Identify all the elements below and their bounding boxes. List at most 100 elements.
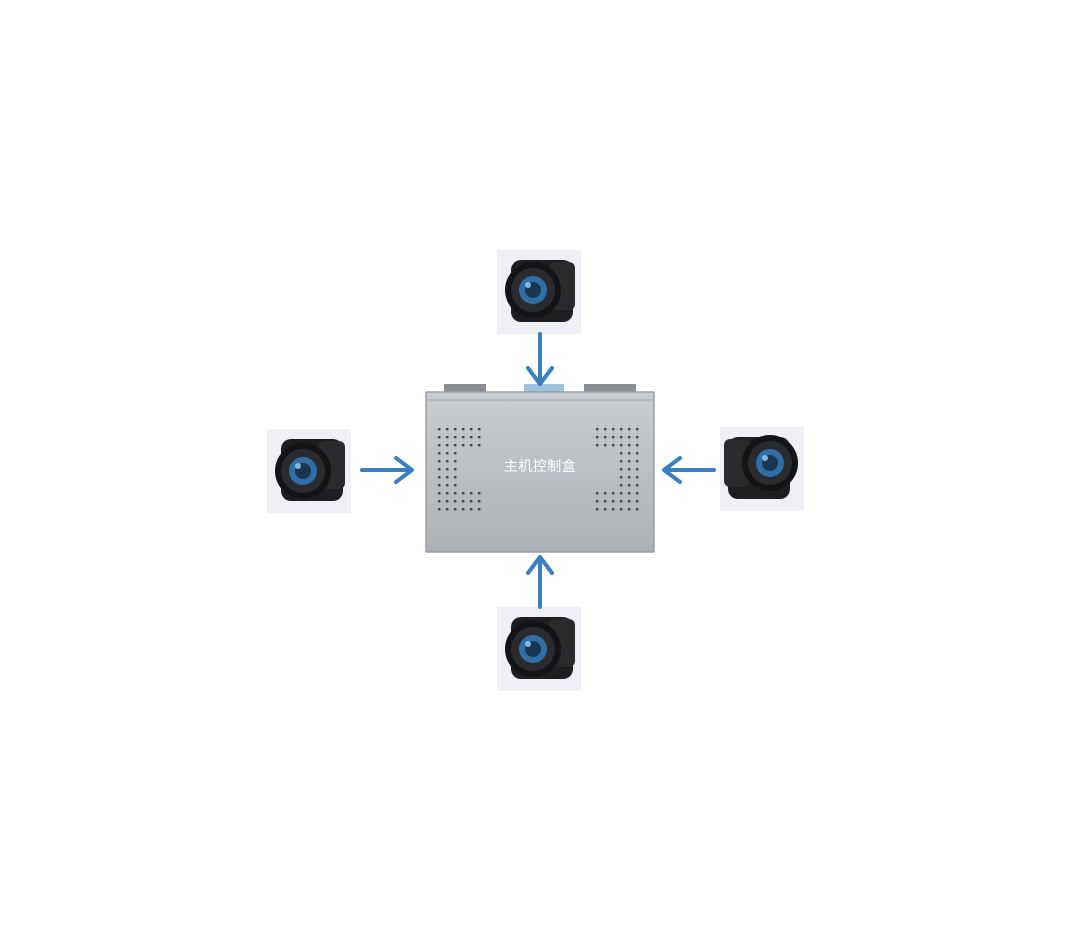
vent-hole xyxy=(620,484,623,487)
connector-left xyxy=(444,384,486,392)
vent-hole xyxy=(620,452,623,455)
vent-hole xyxy=(636,500,639,503)
host-control-box xyxy=(424,384,656,554)
vent-hole xyxy=(438,444,441,447)
vent-hole xyxy=(438,468,441,471)
vent-hole xyxy=(620,508,623,511)
camera-icon xyxy=(505,260,575,322)
arrow-down-icon xyxy=(520,332,560,388)
camera-icon xyxy=(275,439,345,501)
vent-holes-left xyxy=(438,428,481,511)
vent-hole xyxy=(636,492,639,495)
vent-hole xyxy=(478,436,481,439)
vent-hole xyxy=(620,436,623,439)
vent-hole xyxy=(438,500,441,503)
vent-hole xyxy=(446,436,449,439)
vent-hole xyxy=(636,460,639,463)
vent-hole xyxy=(636,452,639,455)
arrow-up-icon xyxy=(520,553,560,609)
camera-left xyxy=(267,429,351,513)
vent-hole xyxy=(470,508,473,511)
vent-hole xyxy=(636,436,639,439)
vent-hole xyxy=(462,500,465,503)
vent-hole xyxy=(438,476,441,479)
vent-hole xyxy=(628,508,631,511)
vent-hole xyxy=(478,444,481,447)
vent-hole xyxy=(454,452,457,455)
vent-hole xyxy=(438,492,441,495)
vent-hole xyxy=(478,492,481,495)
vent-hole xyxy=(620,492,623,495)
vent-hole xyxy=(446,500,449,503)
vent-hole xyxy=(612,500,615,503)
vent-hole xyxy=(628,428,631,431)
vent-hole xyxy=(454,436,457,439)
vent-hole xyxy=(446,476,449,479)
vent-hole xyxy=(604,508,607,511)
vent-hole xyxy=(470,444,473,447)
vent-hole xyxy=(628,484,631,487)
vent-hole xyxy=(596,444,599,447)
vent-hole xyxy=(620,476,623,479)
vent-hole xyxy=(454,428,457,431)
vent-hole xyxy=(628,500,631,503)
vent-hole xyxy=(628,436,631,439)
box-body xyxy=(425,391,655,553)
vent-hole xyxy=(438,436,441,439)
vent-hole xyxy=(636,508,639,511)
vent-hole xyxy=(596,436,599,439)
vent-hole xyxy=(446,468,449,471)
vent-hole xyxy=(446,492,449,495)
vent-hole xyxy=(596,492,599,495)
camera-icon xyxy=(724,435,798,499)
connector-right xyxy=(584,384,636,392)
vent-hole xyxy=(612,428,615,431)
vent-hole xyxy=(470,492,473,495)
vent-hole xyxy=(612,492,615,495)
vent-hole xyxy=(604,428,607,431)
vent-hole xyxy=(438,452,441,455)
vent-hole xyxy=(462,492,465,495)
vent-hole xyxy=(462,428,465,431)
vent-hole xyxy=(620,428,623,431)
vent-hole xyxy=(620,500,623,503)
connector-center xyxy=(524,384,564,394)
vent-hole xyxy=(446,484,449,487)
vent-hole xyxy=(636,468,639,471)
vent-hole xyxy=(628,444,631,447)
vent-hole xyxy=(462,508,465,511)
vent-hole xyxy=(604,500,607,503)
vent-hole xyxy=(620,468,623,471)
camera-bottom xyxy=(497,607,581,691)
vent-hole xyxy=(636,484,639,487)
vent-hole xyxy=(596,428,599,431)
vent-hole xyxy=(636,444,639,447)
vent-hole xyxy=(478,500,481,503)
vent-hole xyxy=(620,444,623,447)
vent-hole xyxy=(454,468,457,471)
vent-hole xyxy=(628,492,631,495)
camera-icon xyxy=(505,617,575,679)
host-box-graphic xyxy=(425,384,655,553)
vent-hole xyxy=(454,476,457,479)
vent-hole xyxy=(438,428,441,431)
vent-hole xyxy=(628,452,631,455)
vent-hole xyxy=(628,468,631,471)
vent-hole xyxy=(478,428,481,431)
vent-hole xyxy=(620,460,623,463)
vent-hole xyxy=(454,492,457,495)
vent-hole xyxy=(454,508,457,511)
vent-hole xyxy=(446,428,449,431)
vent-hole xyxy=(454,484,457,487)
arrow-left-icon xyxy=(662,450,718,490)
vent-hole xyxy=(446,460,449,463)
vent-hole xyxy=(596,500,599,503)
vent-hole xyxy=(636,476,639,479)
camera-right xyxy=(720,427,804,511)
vent-hole xyxy=(628,460,631,463)
vent-hole xyxy=(454,444,457,447)
vent-hole xyxy=(604,436,607,439)
vent-hole xyxy=(446,444,449,447)
vent-hole xyxy=(462,436,465,439)
vent-hole xyxy=(628,476,631,479)
